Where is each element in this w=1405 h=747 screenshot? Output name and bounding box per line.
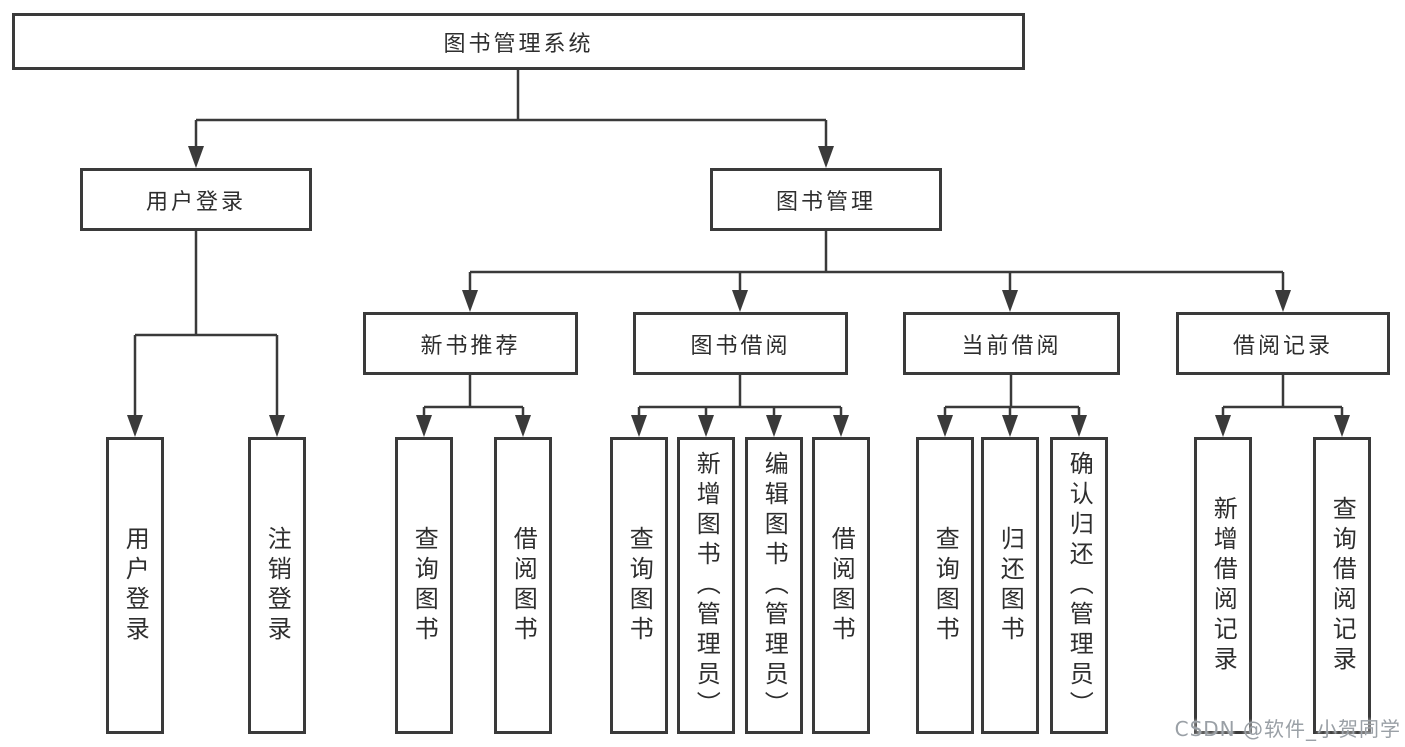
arrowhead-leaf-borrow-add [698,415,714,437]
arrowhead-leaf-records-search [1334,415,1350,437]
connector-bookborrow-to-leaves [637,375,843,419]
node-root: 图书管理系统 [12,13,1025,70]
arrowhead-leaf-borrow-borrow [833,415,849,437]
node-user-login: 用户登录 [80,168,312,231]
arrowhead-current-borrow [1002,290,1018,312]
leaf-current-search: 查询图书 [916,437,974,734]
leaf-user-login: 用户登录 [106,437,164,734]
arrowhead-leaf-current-return [1002,415,1018,437]
leaf-borrow-edit: 编辑图书（管理员） [745,437,803,734]
leaf-borrow-search: 查询图书 [610,437,668,734]
leaf-records-add: 新增借阅记录 [1194,437,1252,734]
leaf-logout: 注销登录 [248,437,306,734]
connector-currentborrow-to-leaves [943,375,1081,419]
arrowhead-leaf-borrow-edit [766,415,782,437]
arrowhead-leaf-current-search [937,415,953,437]
arrowhead-borrow-records [1275,290,1291,312]
node-current-borrow: 当前借阅 [903,312,1120,375]
leaf-newbook-borrow: 借阅图书 [494,437,552,734]
arrowhead-leaf-logout [269,415,285,437]
leaf-records-search: 查询借阅记录 [1313,437,1371,734]
node-new-book-rec: 新书推荐 [363,312,578,375]
connector-userlogin-to-leaves [133,231,279,419]
node-book-mgmt: 图书管理 [710,168,942,231]
arrowhead-leaf-records-add [1215,415,1231,437]
leaf-current-return: 归还图书 [981,437,1039,734]
node-book-borrow: 图书借阅 [633,312,848,375]
arrowhead-new-book-rec [462,290,478,312]
arrowhead-leaf-newbook-search [416,415,432,437]
arrowhead-leaf-current-confirm [1071,415,1087,437]
connector-bookmgmt-to-level3 [468,231,1285,294]
arrowhead-book-mgmt [818,146,834,168]
node-borrow-records: 借阅记录 [1176,312,1390,375]
csdn-watermark: CSDN @软件_小贺同学 [1174,717,1401,741]
connector-root-to-level2 [194,70,828,150]
leaf-current-confirm: 确认归还（管理员） [1050,437,1108,734]
leaf-borrow-borrow: 借阅图书 [812,437,870,734]
leaf-newbook-search: 查询图书 [395,437,453,734]
arrowhead-user-login [188,146,204,168]
connector-newbookrec-to-leaves [422,375,525,419]
arrowhead-leaf-user-login [127,415,143,437]
arrowhead-leaf-newbook-borrow [515,415,531,437]
arrowhead-leaf-borrow-search [631,415,647,437]
arrowhead-book-borrow [732,290,748,312]
leaf-borrow-add: 新增图书（管理员） [677,437,735,734]
connector-records-to-leaves [1221,375,1344,419]
